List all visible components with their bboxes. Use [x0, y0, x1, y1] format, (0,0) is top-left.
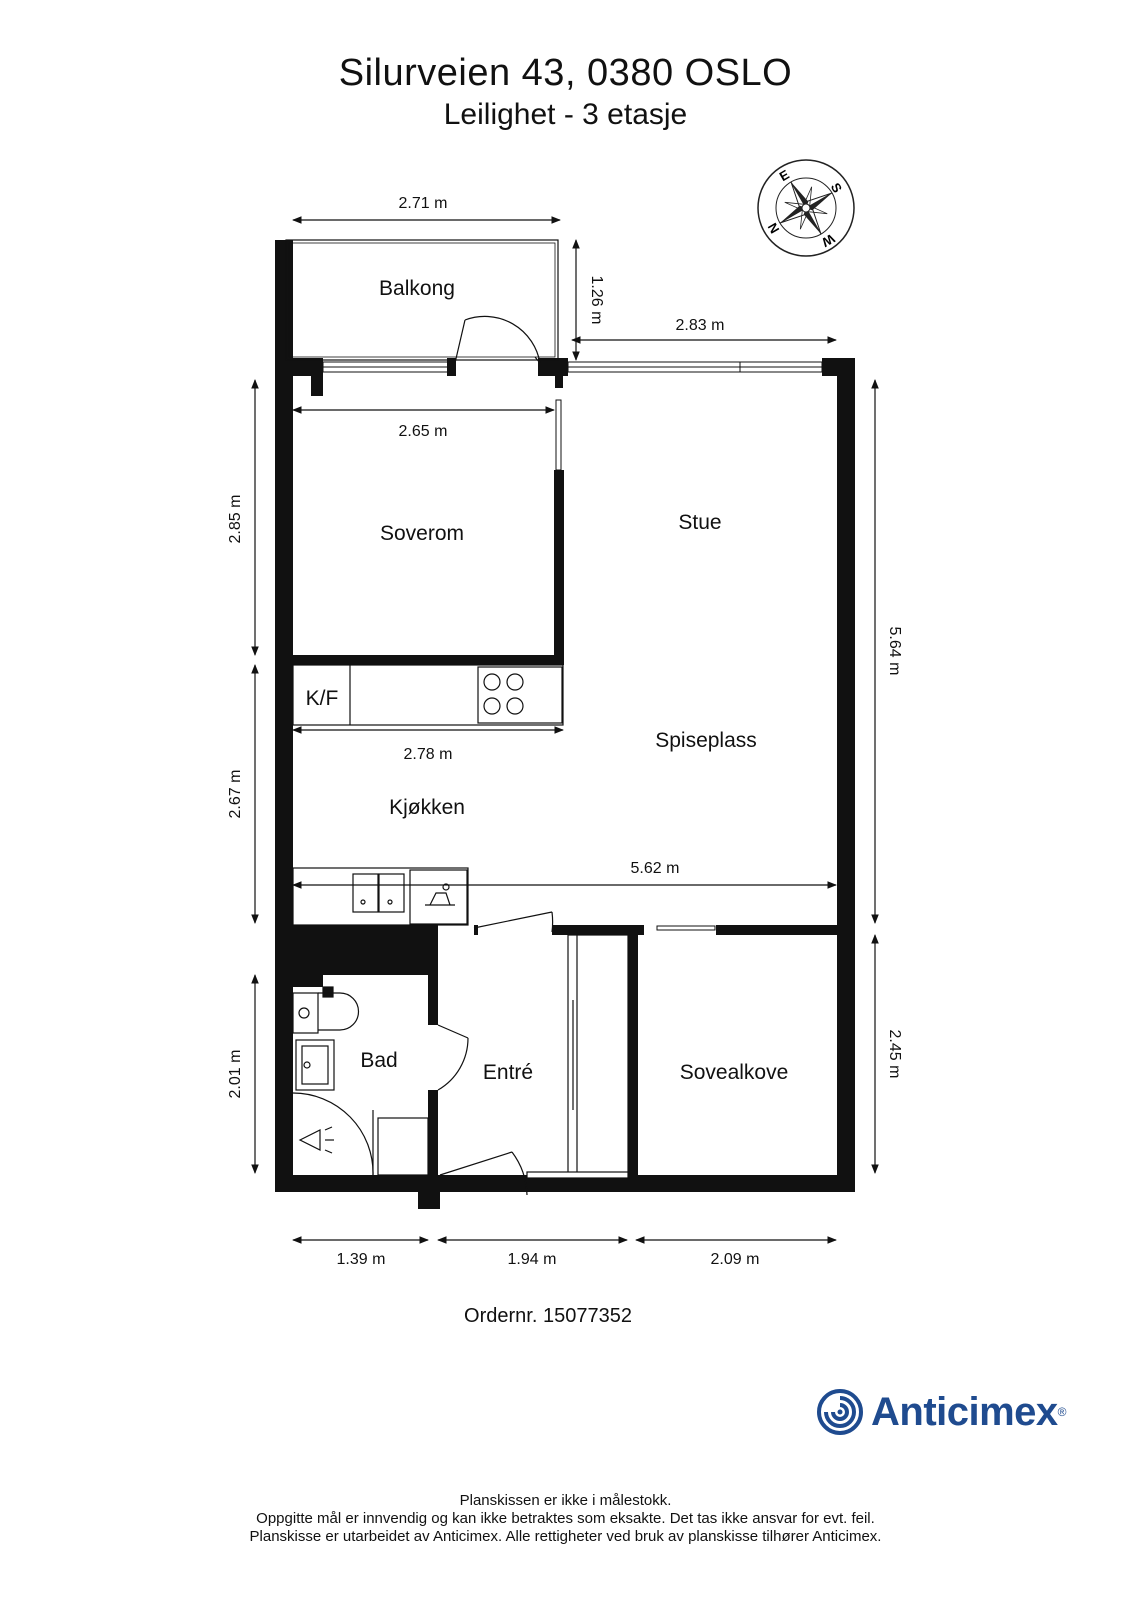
- walls: [275, 240, 855, 1209]
- logo-text: Anticimex: [871, 1389, 1058, 1434]
- address-title: Silurveien 43, 0380 OSLO: [338, 52, 793, 94]
- room-spiseplass: Spiseplass: [655, 729, 757, 752]
- footer-line-3: Planskisse er utarbeidet av Anticimex. A…: [249, 1528, 882, 1545]
- footer-disclaimer: Planskissen er ikke i målestokk. Oppgitt…: [0, 1492, 1131, 1546]
- bathroom-fixtures: [292, 986, 429, 1176]
- footer-line-2: Oppgitte mål er innvendig og kan ikke be…: [256, 1510, 875, 1527]
- front-door: [439, 1151, 629, 1196]
- dim-sovealkove-height: 2.45 m: [886, 1030, 903, 1079]
- room-bad: Bad: [360, 1049, 397, 1072]
- dim-stue-height: 5.64 m: [886, 627, 903, 676]
- dim-soverom-width: 2.65 m: [399, 423, 448, 440]
- room-labels: Balkong Soverom Stue K/F Spiseplass Kjøk…: [306, 277, 789, 1084]
- dim-kitchen-height: 2.67 m: [227, 770, 244, 819]
- balcony: [285, 239, 559, 361]
- dim-kitchen-width: 2.78 m: [404, 746, 453, 763]
- anticimex-logo-icon: [817, 1389, 863, 1435]
- balcony-door: [454, 315, 541, 364]
- dim-balkong-width: 2.71 m: [399, 195, 448, 212]
- dim-balkong-depth: 1.26 m: [588, 276, 605, 325]
- dim-stue-top-width: 2.83 m: [676, 317, 725, 334]
- room-stue: Stue: [678, 511, 721, 534]
- entre-door: [473, 911, 554, 933]
- anticimex-logo: Anticimex ®: [817, 1388, 1067, 1436]
- sovealkove-door: [656, 925, 716, 931]
- room-sovealkove: Sovealkove: [680, 1061, 789, 1084]
- registered-mark: ®: [1057, 1405, 1067, 1419]
- dim-bottom-middle: 1.94 m: [508, 1251, 557, 1268]
- soverom-door: [555, 399, 562, 471]
- dimension-labels: 2.71 m 1.26 m 2.83 m 2.65 m 2.85 m 5.64 …: [227, 195, 903, 1268]
- bath-door: [437, 1024, 469, 1091]
- dimension-lines: [251, 216, 879, 1244]
- unit-subtitle: Leilighet - 3 etasje: [443, 98, 688, 131]
- dim-soverom-height: 2.85 m: [227, 495, 244, 544]
- room-kf: K/F: [306, 687, 339, 710]
- dim-bottom-left: 1.39 m: [337, 1251, 386, 1268]
- room-entre: Entré: [483, 1061, 533, 1084]
- room-balkong: Balkong: [379, 277, 455, 300]
- room-kjokken: Kjøkken: [389, 796, 465, 819]
- windows: [322, 361, 823, 373]
- compass-icon: E S N W: [757, 159, 855, 257]
- kitchen-lower-counter: [292, 867, 469, 926]
- room-soverom: Soverom: [380, 522, 464, 545]
- dim-bottom-right: 2.09 m: [711, 1251, 760, 1268]
- dim-stue-width: 5.62 m: [631, 860, 680, 877]
- wardrobe: [567, 934, 629, 1176]
- order-number: Ordernr. 15077352: [464, 1305, 632, 1327]
- kitchen-upper-counter: [292, 664, 564, 726]
- dim-bad-height: 2.01 m: [227, 1050, 244, 1099]
- footer-line-1: Planskissen er ikke i målestokk.: [459, 1492, 672, 1509]
